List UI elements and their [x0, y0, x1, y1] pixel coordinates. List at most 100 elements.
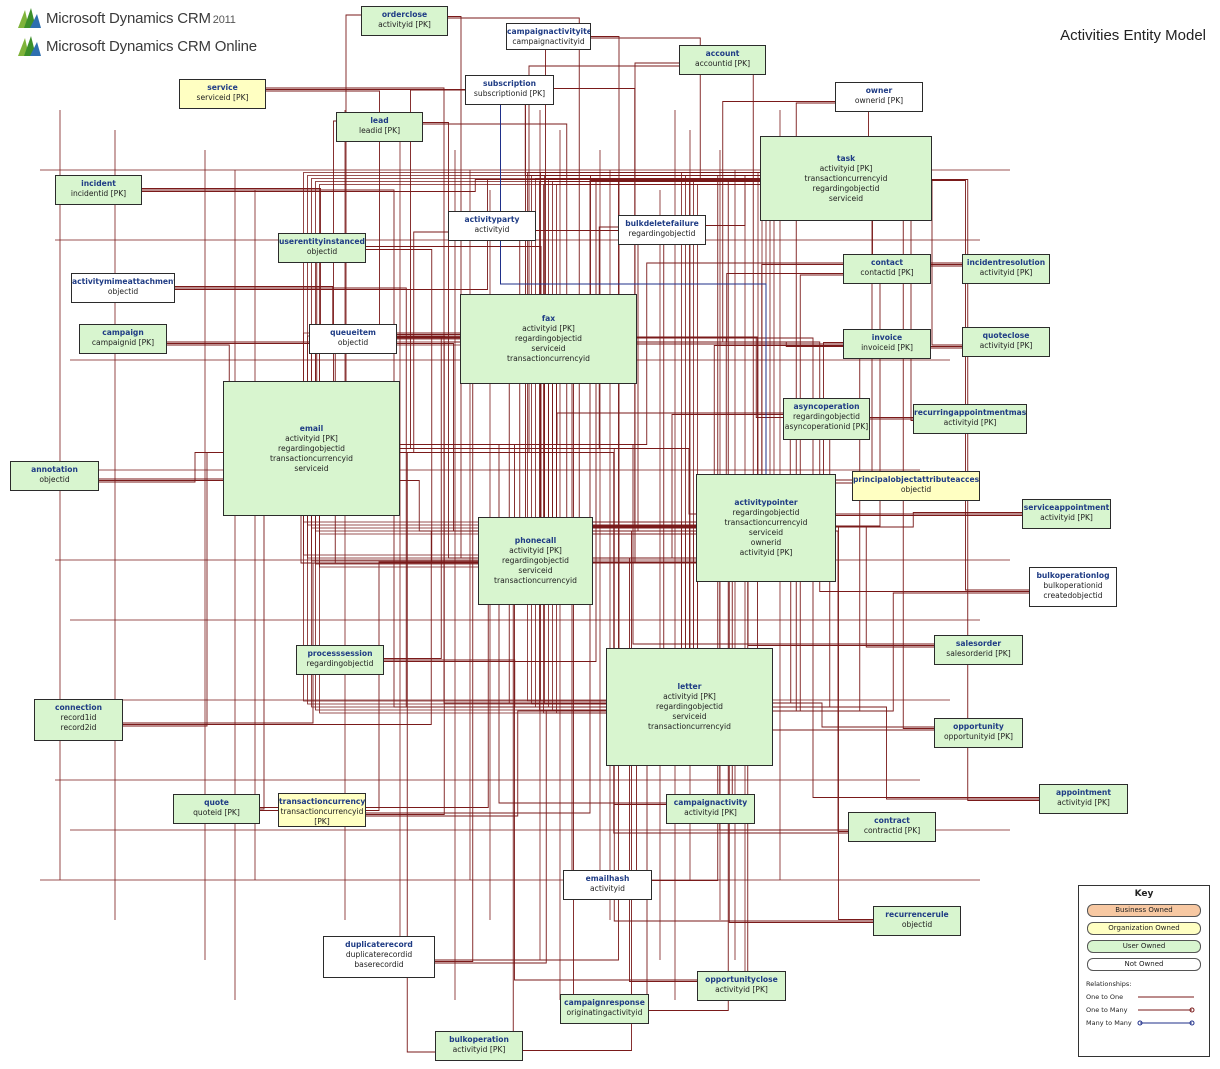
entity-attribute: objectid [337, 338, 369, 347]
entity-name: opportunity [953, 722, 1004, 731]
entity-name: bulkoperation [449, 1035, 509, 1044]
relationship-line [766, 526, 917, 920]
relationship-line [722, 64, 766, 532]
relationship-line [766, 512, 1067, 528]
entity-name: lead [370, 116, 389, 125]
entity-name: activityparty [464, 215, 520, 224]
entity-attribute: activityid [PK] [684, 808, 737, 817]
entity-attribute: activityid [PK] [979, 341, 1033, 350]
relationship-line [500, 105, 767, 474]
entity-name: connection [54, 703, 103, 712]
relationship-line [689, 178, 846, 707]
entity-name: salesorder [955, 639, 1002, 648]
relationship-line [404, 17, 766, 527]
entity-attribute: regardingobjectid [628, 229, 696, 238]
entity-attribute: transactioncurrencyid [724, 518, 808, 527]
entity-attribute: subscriptionid [PK] [473, 89, 546, 98]
brand-line-2: Microsoft Dynamics CRM Online [46, 37, 257, 55]
entity-name: activitypointer [734, 498, 798, 507]
entity-attribute: accountid [PK] [694, 59, 751, 68]
entity-attribute: activityid [PK] [522, 324, 575, 333]
entity-attribute: record2id [60, 723, 97, 732]
one-to-one-line-icon [1138, 996, 1194, 998]
relationship-line [311, 444, 742, 981]
entity-attribute: activityid [PK] [452, 1045, 506, 1054]
entity-attribute: quoteid [PK] [193, 808, 240, 817]
entity-attribute: transactioncurrencyid [804, 173, 888, 183]
relationship-line [548, 341, 1073, 592]
entity-name: quoteclose [982, 331, 1030, 340]
entity-attribute: createdobjectid [1043, 591, 1103, 600]
key-business-owned: Business Owned [1087, 904, 1201, 917]
entity-name: contact [870, 258, 903, 267]
entity-name: service [207, 83, 238, 92]
entity-attribute: activityid [474, 225, 510, 234]
dynamics-logo-icon [18, 36, 41, 56]
key-one-to-many: One to Many [1086, 1006, 1209, 1014]
relationship-line [379, 341, 549, 962]
relationship-line [78, 562, 536, 724]
entity-attribute: activityid [590, 884, 625, 893]
entity-name: phonecall [514, 536, 557, 545]
entity-attribute: objectid [901, 920, 933, 929]
entity-name: letter [677, 682, 702, 691]
entity-name: bulkdeletefailure [625, 219, 699, 228]
entity-attribute: objectid [900, 485, 932, 494]
key-title: Key [1134, 889, 1154, 899]
entity-name: appointment [1056, 788, 1111, 797]
entity-name: annotation [31, 465, 78, 474]
entity-attribute: record1id [60, 713, 97, 722]
entity-name: quote [204, 798, 229, 807]
entity-attribute: activityid [PK] [1040, 513, 1093, 522]
entity-attribute: activityid [PK] [509, 546, 562, 555]
entity-attribute: salesorderid [PK] [946, 649, 1011, 658]
entity-attribute: regardingobjectid [502, 556, 569, 565]
key-user-owned: User Owned [1087, 940, 1201, 953]
entity-name: queueitem [330, 328, 376, 337]
entity-attribute: regardingobjectid [656, 702, 723, 711]
entity-name: transactioncurrency [279, 797, 366, 806]
entity-attribute: objectid [306, 247, 338, 256]
entity-name: campaign [102, 328, 144, 337]
key-relationships-title: Relationships: [1086, 980, 1132, 988]
entity-name: campaignresponse [564, 998, 645, 1007]
entity-name: userentityinstancedata [279, 237, 365, 246]
entity-name: serviceappointment [1023, 503, 1110, 512]
relationship-line [54, 480, 766, 532]
entity-name: principalobjectattributeaccess [853, 475, 980, 484]
entity-attribute: originatingactivityid [566, 1008, 643, 1017]
model-title: Activities Entity Model [1060, 27, 1206, 44]
entity-attribute: activityid [PK] [663, 692, 716, 701]
entity-attribute: objectid [107, 287, 139, 296]
entity-name: incident [81, 179, 116, 188]
entity-attribute: duplicaterecordid [345, 950, 413, 959]
entity-attribute: invoiceid [PK] [861, 343, 913, 352]
relationship-line [123, 286, 549, 339]
entity-attribute: serviceid [294, 463, 329, 473]
entity-attribute: transactioncurrencyid [507, 354, 590, 363]
entity-name: task [836, 153, 856, 163]
entity-name: subscription [482, 79, 537, 88]
entity-attribute: leadid [PK] [358, 126, 401, 135]
entity-attribute: serviceid [672, 712, 707, 721]
entity-name: campaignactivityitem [507, 27, 591, 36]
entity-attribute: transactioncurrencyid [280, 807, 364, 816]
